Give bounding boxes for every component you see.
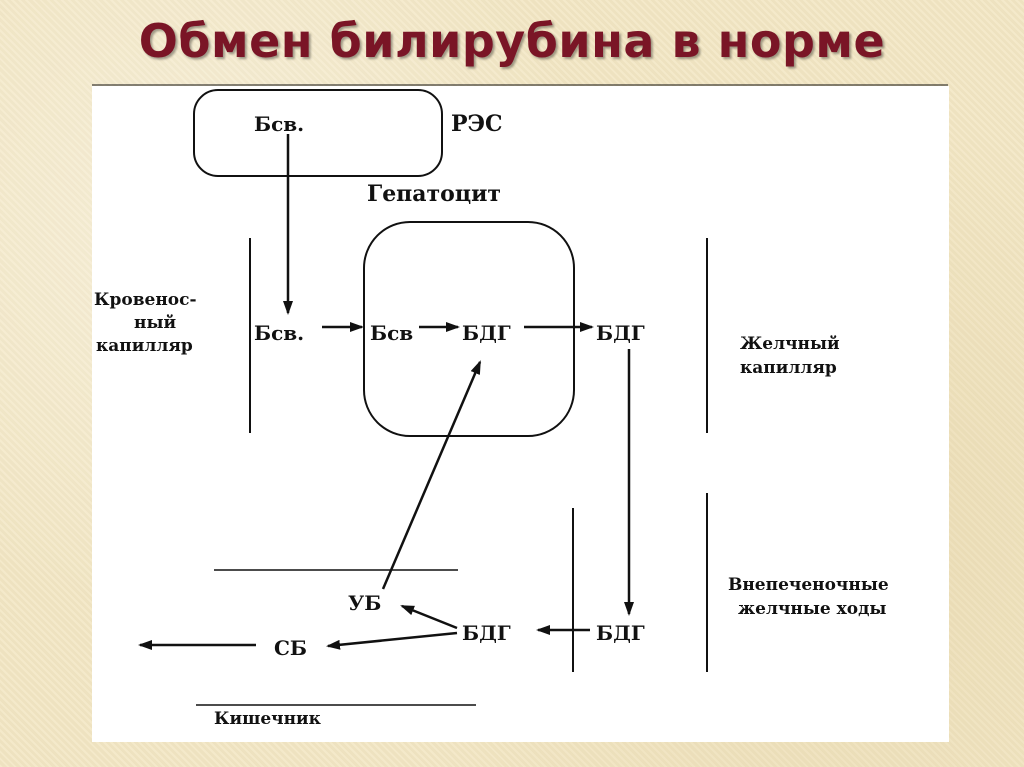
arrow-bdg-to-ub xyxy=(400,604,458,630)
slide-title: Обмен билирубина в норме xyxy=(138,14,886,68)
hepatocyte-title: Гепатоцит xyxy=(367,181,501,207)
diagram-panel xyxy=(92,86,949,742)
bile-capillary-label-1: Желчный xyxy=(740,334,840,354)
blood-capillary-label-3: капилляр xyxy=(96,336,193,356)
arrow-bdg-to-sb xyxy=(326,631,458,650)
blood-capillary-label-1: Кровенос- xyxy=(94,290,197,310)
blood-capillary-label-2: ный xyxy=(134,313,176,333)
node-bdg-hepatocyte: БДГ xyxy=(462,321,511,345)
intestine-label: Кишечник xyxy=(214,709,322,729)
node-bsv-hepatocyte: Бсв xyxy=(370,321,413,345)
extrahepatic-label-1: Внепеченочные xyxy=(728,575,889,595)
arrow-ub-to-hepatocyte xyxy=(381,360,482,590)
node-bdg-intestine: БДГ xyxy=(462,621,511,645)
bile-capillary-label-2: капилляр xyxy=(740,358,837,378)
node-ub: УБ xyxy=(348,591,381,615)
hepatocyte-box xyxy=(363,221,575,437)
extrahepatic-label-2: желчные ходы xyxy=(738,599,886,619)
res-box-label: Бсв. xyxy=(254,112,304,136)
res-title: РЭС xyxy=(451,111,503,137)
node-bdg-duct: БДГ xyxy=(596,621,645,645)
res-box xyxy=(193,89,443,177)
node-bsv-blood: Бсв. xyxy=(254,321,304,345)
node-bdg-bile: БДГ xyxy=(596,321,645,345)
node-sb: СБ xyxy=(274,636,307,660)
